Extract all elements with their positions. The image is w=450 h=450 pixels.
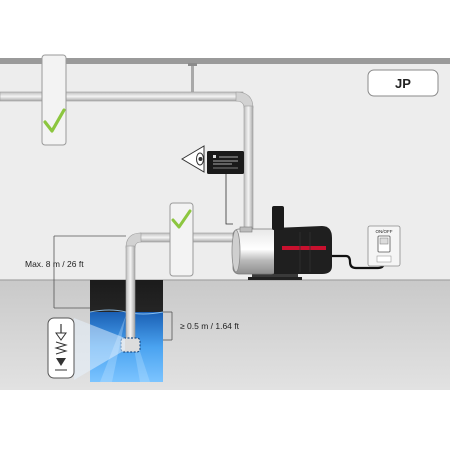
nameplate-leader-line: [225, 174, 233, 225]
pump-icon: [231, 206, 332, 280]
pump-terminal-box: [272, 206, 284, 230]
discharge-pipe-horizontal: [0, 91, 244, 102]
check-icon: [43, 108, 66, 133]
foot-valve: [120, 337, 141, 353]
switch-label: ON/OFF: [376, 229, 393, 234]
eye-icon: [181, 145, 205, 173]
foot-valve-icon: [54, 324, 68, 371]
pipe-hanger-right: [191, 63, 194, 93]
suction-pipe-vertical: [125, 245, 136, 342]
model-badge: JP: [367, 69, 439, 97]
submersion-dimension: ≥ 0.5 m / 1.64 ft: [163, 311, 240, 341]
pump-brand-stripe: [282, 246, 326, 250]
switch-icon: ON/OFF: [367, 225, 401, 267]
foot-valve-callout: [47, 317, 125, 380]
check-box-top: [41, 54, 67, 146]
nameplate-icon: [207, 151, 244, 174]
max-depth-label: Max. 8 m / 26 ft: [25, 259, 84, 269]
check-icon: [171, 209, 192, 229]
pump-discharge-port: [239, 226, 253, 233]
discharge-pipe-vertical: [243, 105, 254, 235]
check-box-mid: [169, 202, 194, 277]
model-badge-text: JP: [395, 76, 411, 91]
submersion-label: ≥ 0.5 m / 1.64 ft: [180, 321, 240, 331]
ceiling: [0, 58, 450, 64]
